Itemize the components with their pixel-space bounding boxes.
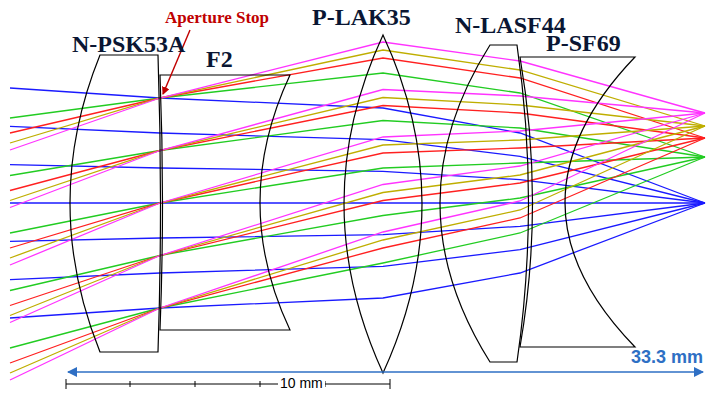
scale-bar [66, 379, 390, 389]
light-ray [10, 113, 705, 380]
lens-psf69 [520, 57, 635, 347]
lens-plak35 [344, 35, 422, 373]
length-dimension: 33.3 mm [631, 347, 703, 368]
light-ray [10, 98, 705, 201]
light-ray [10, 157, 705, 348]
lens-f2 [160, 75, 290, 330]
glass-label: P-SF69 [546, 30, 621, 57]
glass-label: F2 [206, 46, 233, 73]
light-ray [10, 113, 705, 323]
glass-label: P-LAK35 [312, 4, 411, 31]
light-ray [10, 165, 705, 203]
light-ray [10, 202, 705, 203]
light-ray [10, 113, 705, 265]
glass-label: N-PSK53A [72, 31, 185, 58]
ray-fan [10, 42, 705, 380]
lens-nlasf44 [440, 45, 529, 362]
lens-psk53a [70, 55, 161, 352]
light-ray [10, 106, 705, 191]
stop-label: Aperture Stop [165, 8, 269, 28]
length-arrow [68, 371, 703, 373]
light-ray [10, 126, 705, 316]
lens-elements [70, 35, 635, 373]
light-ray [10, 126, 705, 203]
light-ray [10, 90, 705, 208]
scale-label: 10 mm [278, 375, 325, 391]
